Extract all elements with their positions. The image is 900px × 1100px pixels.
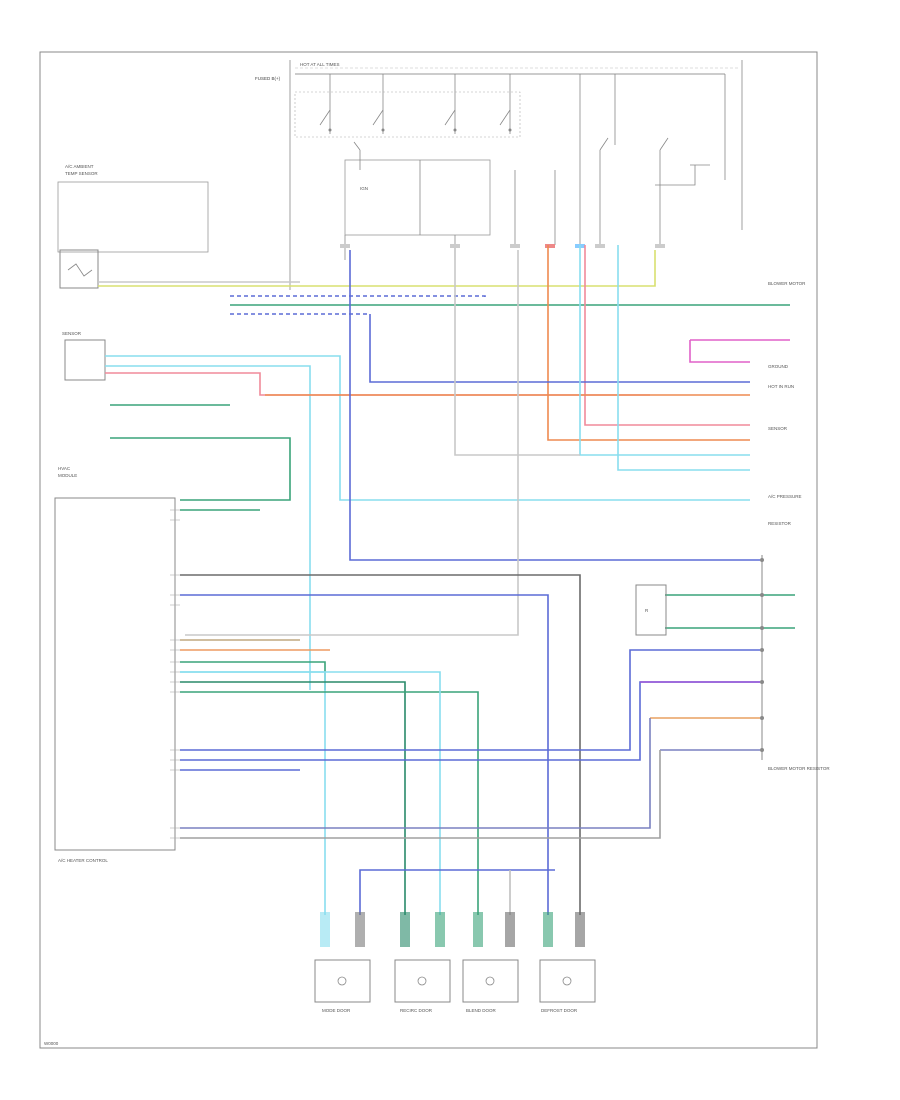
wire-cyan-3 bbox=[617, 245, 750, 471]
wire-teal bbox=[180, 681, 406, 915]
relay-coil bbox=[353, 141, 361, 170]
switch-box-label: SENSOR bbox=[62, 331, 82, 336]
wire-black bbox=[180, 574, 581, 915]
wire-blue-8 bbox=[359, 869, 555, 915]
wire-pink bbox=[105, 372, 650, 396]
right-label-1: BLOWER MOTOR bbox=[768, 281, 806, 286]
wire-blue-3 bbox=[180, 594, 549, 915]
ignition-switch-box bbox=[294, 91, 521, 138]
actuator-1: MODE DOOR bbox=[314, 959, 371, 1013]
wire-magenta bbox=[689, 339, 790, 363]
wire-green-6 bbox=[180, 691, 479, 915]
switch-contact bbox=[328, 128, 332, 132]
hvac-module: HVAC MODULE A/C HEATER CONTROL bbox=[54, 466, 180, 863]
actuator-3-label: BLEND DOOR bbox=[466, 1008, 497, 1013]
top-section: HOT AT ALL TIMES FUSED B(+) bbox=[255, 60, 743, 290]
resistor-mark: R bbox=[645, 608, 649, 613]
relay-contact bbox=[659, 137, 669, 180]
wire-blue-4 bbox=[180, 649, 760, 751]
hvac-module-box bbox=[54, 497, 176, 851]
ignition-label: IGN bbox=[360, 186, 368, 191]
right-label-2: GROUND bbox=[768, 364, 789, 369]
wire-cyan bbox=[105, 355, 750, 501]
switch-box bbox=[64, 339, 106, 381]
blower-resistor-box bbox=[635, 584, 667, 636]
wire-cyan-6 bbox=[180, 671, 441, 915]
hvac-module-title: HVAC bbox=[58, 466, 71, 471]
wire-gray-3 bbox=[185, 250, 519, 636]
wire-cyan-4 bbox=[579, 245, 750, 456]
wire-blue-2 bbox=[369, 314, 750, 383]
right-connector-pins bbox=[760, 558, 764, 752]
right-label-4: SENSOR bbox=[768, 426, 788, 431]
wire-blue-dashed bbox=[230, 295, 486, 300]
ambient-sensor-section: A/C AMBIENT TEMP SENSOR bbox=[57, 164, 209, 289]
wire-pink-2 bbox=[584, 245, 750, 426]
wires bbox=[98, 245, 795, 915]
bus-sublabel: FUSED B(+) bbox=[255, 76, 281, 81]
wire-gray-2 bbox=[454, 260, 580, 456]
right-label-7: BLOWER MOTOR RESISTOR bbox=[768, 766, 830, 771]
hvac-module-label: A/C HEATER CONTROL bbox=[58, 858, 108, 863]
switch-contact bbox=[453, 128, 457, 132]
bus-label: HOT AT ALL TIMES bbox=[300, 62, 340, 67]
connector-row bbox=[340, 244, 665, 248]
actuator-3: BLEND DOOR bbox=[462, 959, 519, 1013]
switch-contact bbox=[381, 128, 385, 132]
wire-green-5 bbox=[180, 661, 326, 690]
wire-blue-7 bbox=[180, 718, 760, 829]
actuator-4-label: DEFROST DOOR bbox=[541, 1008, 578, 1013]
wire-green-3 bbox=[110, 437, 291, 501]
actuator-2: RECIRC DOOR bbox=[394, 959, 451, 1013]
wire-orange-2 bbox=[547, 245, 750, 441]
module-pins bbox=[170, 509, 180, 839]
wire-yellow bbox=[98, 250, 656, 287]
switch-symbol bbox=[319, 109, 511, 126]
wire-cyan-5 bbox=[180, 671, 326, 915]
actuator-1-label: MODE DOOR bbox=[322, 1008, 351, 1013]
right-label-6: RESISTOR bbox=[768, 521, 792, 526]
relay-contact bbox=[599, 137, 609, 180]
actuator-2-label: RECIRC DOOR bbox=[400, 1008, 433, 1013]
switch-contact bbox=[508, 128, 512, 132]
page-label: W0000 bbox=[44, 1041, 59, 1046]
right-label-5: A/C PRESSURE bbox=[768, 494, 802, 499]
wire-blue-5 bbox=[180, 681, 760, 761]
actuator-connectors bbox=[320, 912, 585, 947]
diagram-border bbox=[39, 51, 818, 1049]
relay-box bbox=[344, 159, 491, 236]
ambient-sensor-label-2: TEMP SENSOR bbox=[65, 171, 98, 176]
wire-blue bbox=[349, 250, 760, 561]
right-label-3: HOT IN RUN bbox=[768, 384, 794, 389]
ambient-sensor-body bbox=[59, 249, 99, 289]
actuators: MODE DOOR RECIRC DOOR BLEND DOOR DEFROST… bbox=[314, 912, 596, 1013]
ambient-sensor-box bbox=[57, 181, 209, 253]
right-labels: BLOWER MOTOR GROUND HOT IN RUN SENSOR A/… bbox=[768, 281, 830, 771]
wire-cyan-2 bbox=[105, 365, 311, 690]
ambient-sensor-label: A/C AMBIENT bbox=[65, 164, 94, 169]
switch-section: SENSOR bbox=[62, 331, 106, 381]
actuator-4: DEFROST DOOR bbox=[539, 959, 596, 1013]
hvac-module-title-2: MODULE bbox=[58, 473, 77, 478]
sensor-resistor bbox=[67, 263, 93, 277]
relay-sensor bbox=[655, 164, 710, 186]
wire-gray-4 bbox=[180, 750, 661, 839]
